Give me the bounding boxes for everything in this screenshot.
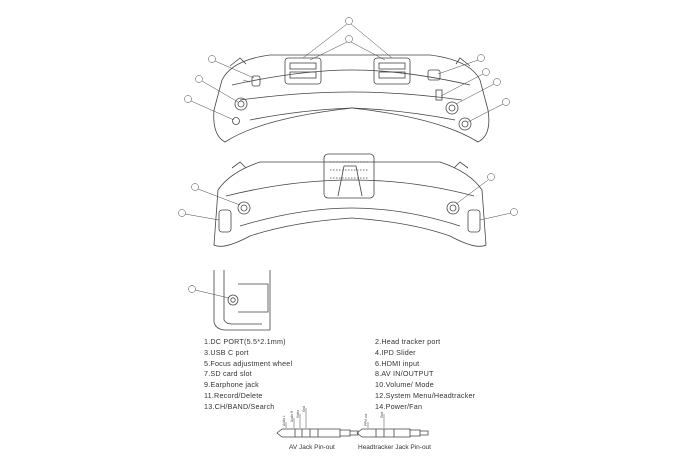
legend-item: 11.Record/Delete — [204, 390, 263, 400]
legend-item: 12.System Menu/Headtracker — [375, 390, 476, 400]
top-callouts — [184, 17, 510, 123]
legend-item: 1.DC PORT(5.5*2.1mm) — [204, 337, 286, 346]
av-pin-label: Gnd — [302, 405, 306, 412]
legend-item: 3.USB C port — [204, 347, 249, 357]
av-jack-diagram — [276, 408, 359, 438]
legend-item: 7.SD card slot — [204, 369, 252, 379]
legend-item: 6.HDMI input — [375, 358, 420, 368]
headtracker-jack-caption: Headtracker Jack Pin-out — [358, 444, 431, 451]
legend-item: 10.Volume/ Mode — [375, 380, 434, 390]
legend-item: 13.CH/BAND/Search — [204, 401, 275, 411]
legend-item: 2.Head tracker port — [375, 337, 441, 346]
front-callouts — [178, 173, 518, 221]
legend-item: 9.Earphone jack — [204, 380, 259, 390]
headtracker-pin-label: Gnd — [380, 411, 384, 418]
top-view-goggles — [213, 54, 490, 143]
front-view-goggles — [213, 153, 487, 247]
av-jack-caption: AV Jack Pin-out — [289, 444, 335, 451]
headtracker-jack-diagram — [356, 414, 429, 438]
legend-item: 14.Power/Fan — [375, 401, 423, 411]
legend-right-column: 2.Head tracker port 4.IPD Slider 6.HDMI … — [375, 337, 475, 413]
legend-item: 8.AV IN/OUTPUT — [375, 369, 434, 379]
legend-item: 5.Focus adjustment wheel — [204, 358, 293, 368]
av-pin-label: Video — [296, 409, 300, 418]
legend-left-column: 1.DC PORT(5.5*2.1mm) 3.USB C port 5.Focu… — [204, 337, 292, 413]
av-pin-label: Audio L — [282, 415, 286, 426]
headtracker-pin-label: PPM out — [364, 413, 368, 426]
detail-view — [188, 270, 271, 331]
legend-item: 4.IPD Slider — [375, 347, 416, 357]
